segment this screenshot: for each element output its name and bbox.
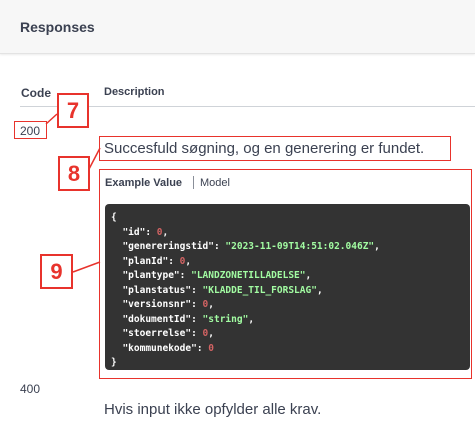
annotation-box-example xyxy=(99,169,472,379)
json-key-stoerrelse: "stoerrelse" xyxy=(122,328,192,339)
callout-8: 8 xyxy=(58,156,90,191)
response-code-400: 400 xyxy=(20,382,41,396)
tab-example-value[interactable]: Example Value xyxy=(105,177,183,189)
description-column-header: Description xyxy=(104,86,165,98)
callout-7: 7 xyxy=(57,93,89,128)
json-value-genereringstid: "2023-11-09T14:51:02.046Z" xyxy=(225,241,375,252)
json-close-brace: } xyxy=(111,357,117,368)
json-key-id: "id" xyxy=(122,226,146,238)
responses-title: Responses xyxy=(20,19,95,35)
code-column-header: Code xyxy=(21,86,51,100)
callout-9: 9 xyxy=(40,254,73,289)
table-header-divider xyxy=(20,106,475,107)
json-value-planid: 0 xyxy=(179,255,186,267)
json-key-versionsnr: "versionsnr" xyxy=(122,299,192,310)
json-value-plantype: "LANDZONETILLADELSE" xyxy=(191,270,306,281)
leader-line-9 xyxy=(72,261,101,273)
response-200-description: Succesfuld søgning, og en generering er … xyxy=(104,140,425,157)
json-key-dokumentid: "dokumentId" xyxy=(122,313,192,325)
tab-separator xyxy=(193,176,194,189)
json-value-planstatus: "KLADDE_TIL_FORSLAG" xyxy=(202,284,317,296)
response-code-200: 200 xyxy=(20,124,41,138)
responses-header: Responses xyxy=(0,0,475,54)
example-code-block xyxy=(105,204,470,370)
json-value-stoerrelse: 0 xyxy=(202,328,209,339)
annotation-box-code xyxy=(14,121,47,139)
json-key-plantype: "plantype" xyxy=(122,270,180,281)
json-key-kommunekode: "kommunekode" xyxy=(122,342,197,354)
tab-model[interactable]: Model xyxy=(200,177,230,189)
leader-line-8 xyxy=(87,147,101,172)
json-open-brace: { xyxy=(111,212,117,223)
leader-line-7 xyxy=(45,113,58,125)
json-key-planid: "planId" xyxy=(122,255,169,267)
json-value-id: 0 xyxy=(156,226,163,238)
json-value-dokumentid: "string" xyxy=(202,313,249,325)
json-value-versionsnr: 0 xyxy=(202,299,209,310)
json-key-planstatus: "planstatus" xyxy=(122,284,192,296)
example-json: { "id": 0, "genereringstid": "2023-11-09… xyxy=(111,212,380,368)
response-400-description: Hvis input ikke opfylder alle krav. xyxy=(104,401,322,418)
json-value-kommunekode: 0 xyxy=(208,342,214,354)
json-key-genereringstid: "genereringstid" xyxy=(122,241,214,252)
